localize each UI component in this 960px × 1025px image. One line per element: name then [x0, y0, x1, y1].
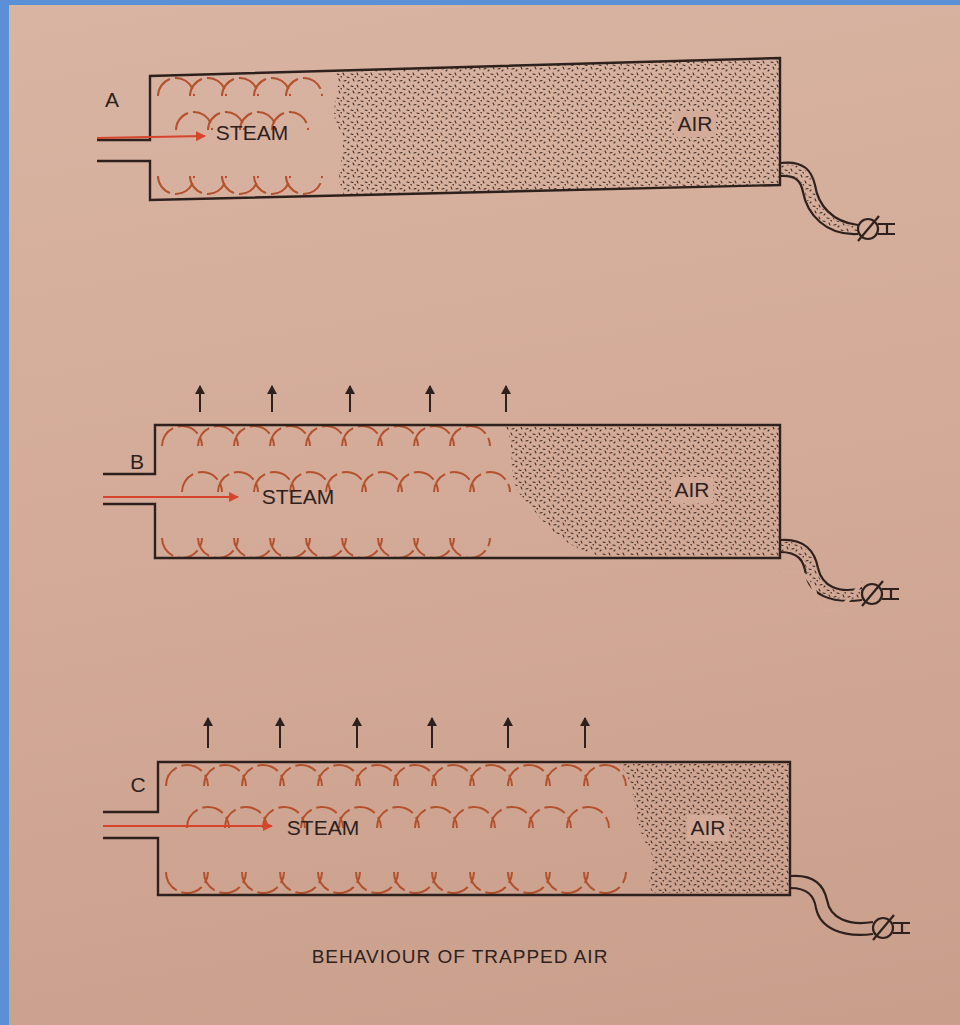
steam-arc [218, 472, 258, 492]
steam-arc [356, 765, 398, 786]
air-region [334, 59, 780, 196]
valve-symbol [858, 216, 910, 940]
steam-arc [342, 426, 382, 446]
panel-letter: A [102, 87, 122, 112]
steam-arc [204, 872, 246, 893]
steam-arc [306, 426, 346, 446]
steam-arc [414, 538, 454, 558]
steam-arc [584, 765, 626, 786]
steam-arc [162, 538, 202, 558]
steam-arc [254, 176, 290, 194]
flow-arrow [97, 136, 272, 826]
pipe-section: B STEAM AIR [95, 420, 795, 565]
panel-letter: B [127, 449, 147, 474]
steam-arc [378, 426, 418, 446]
steam-arc [190, 78, 226, 96]
steam-arc [584, 872, 626, 893]
steam-arc [198, 538, 238, 558]
steam-arc [394, 872, 436, 893]
steam-arc [242, 872, 284, 893]
steam-arc [432, 765, 474, 786]
steam-arc [470, 472, 510, 492]
pipe-outline [97, 58, 780, 200]
steam-arc [166, 765, 208, 786]
steam-arc [242, 765, 284, 786]
steam-arc [234, 538, 274, 558]
steam-arc [378, 538, 418, 558]
steam-arc [415, 807, 457, 828]
steam-arc [270, 426, 310, 446]
steam-arc [434, 472, 474, 492]
steam-arc [342, 538, 382, 558]
steam-arc [470, 872, 512, 893]
steam-arc [254, 78, 290, 96]
steam-arc [187, 807, 229, 828]
steam-arc [450, 538, 490, 558]
panel-letter: C [127, 772, 148, 797]
steam-arc [362, 472, 402, 492]
steam-arc [508, 765, 550, 786]
steam-arc [162, 426, 202, 446]
steam-arc [414, 426, 454, 446]
steam-arc [491, 807, 533, 828]
steam-arc [225, 807, 267, 828]
steam-arc [204, 765, 246, 786]
steam-arc [356, 872, 398, 893]
steam-arc [453, 807, 495, 828]
air-region [505, 427, 780, 556]
air-label: AIR [671, 477, 712, 502]
figure-caption: BEHAVIOUR OF TRAPPED AIR [312, 946, 609, 968]
steam-label: STEAM [213, 120, 291, 145]
air-region [620, 764, 790, 893]
steam-arc [398, 472, 438, 492]
steam-arc [158, 78, 194, 96]
steam-arc [222, 176, 258, 194]
pipe-outline [103, 425, 780, 558]
steam-arc [190, 176, 226, 194]
steam-arc [546, 872, 588, 893]
steam-arc [234, 426, 274, 446]
steam-arc [166, 872, 208, 893]
steam-arc [567, 807, 609, 828]
steam-arc [280, 872, 322, 893]
steam-arc [318, 872, 360, 893]
steam-arc [529, 807, 571, 828]
steam-label: STEAM [284, 815, 362, 840]
outlet-hose [780, 163, 873, 935]
steam-arc [377, 807, 419, 828]
pipe-outline [103, 762, 790, 895]
air-label: AIR [674, 111, 715, 136]
steam-arc [286, 176, 322, 194]
steam-arc [286, 78, 322, 96]
steam-arc [470, 765, 512, 786]
steam-arc [432, 872, 474, 893]
heat-arrow [200, 386, 585, 748]
steam-arc [158, 176, 194, 194]
steam-arc [280, 765, 322, 786]
steam-arc [508, 872, 550, 893]
steam-arc [270, 538, 310, 558]
pipe-section: A STEAM AIR [95, 55, 795, 205]
steam-arc [306, 538, 346, 558]
air-label: AIR [687, 815, 728, 840]
steam-arc [198, 426, 238, 446]
pipe-section: C STEAM AIR [95, 755, 805, 900]
steam-arc [394, 765, 436, 786]
steam-arc [318, 765, 360, 786]
steam-cloud [158, 78, 626, 893]
steam-arc [546, 765, 588, 786]
steam-arc [182, 472, 222, 492]
steam-arc [222, 78, 258, 96]
steam-label: STEAM [259, 484, 337, 509]
steam-arc [450, 426, 490, 446]
steam-arc [176, 112, 212, 130]
